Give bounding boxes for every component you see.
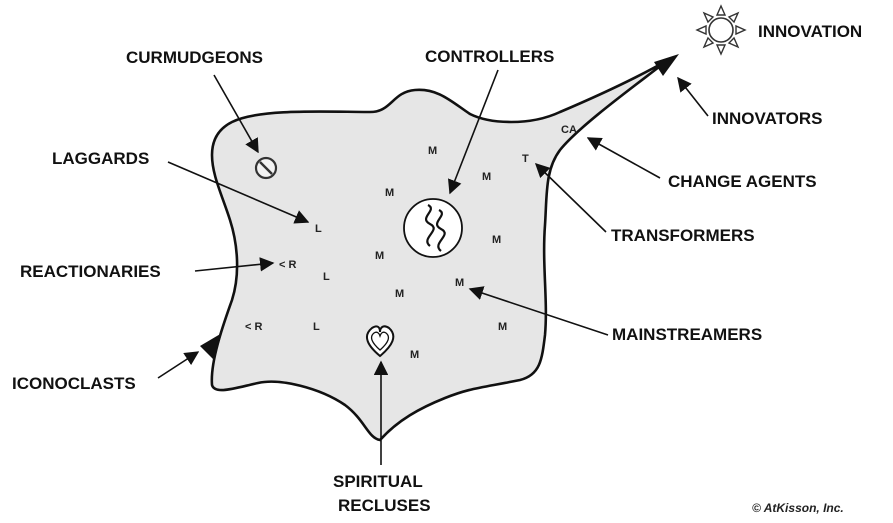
marker-m-8: M: [498, 321, 507, 333]
label-iconoclasts: ICONOCLASTS: [12, 374, 136, 393]
change-agents-pointer: [588, 138, 660, 178]
marker-m-3: M: [482, 171, 491, 183]
wavy-nucleus-icon: [404, 199, 462, 257]
label-spiritual: SPIRITUAL: [333, 472, 423, 491]
label-reactionaries: REACTIONARIES: [20, 262, 161, 281]
marker-m-4: M: [492, 234, 501, 246]
no-entry-icon: [256, 158, 276, 178]
marker-l-1: L: [315, 223, 322, 235]
innovators-pointer: [678, 78, 708, 116]
marker-ca: CA: [561, 124, 577, 136]
marker-t: T: [522, 153, 529, 165]
innovation-spike: [654, 54, 679, 76]
copyright-credit: © AtKisson, Inc.: [752, 501, 844, 515]
marker-r-2: < R: [245, 321, 262, 333]
label-change-agents: CHANGE AGENTS: [668, 172, 817, 191]
label-transformers: TRANSFORMERS: [611, 226, 755, 245]
label-controllers: CONTROLLERS: [425, 47, 554, 66]
marker-l-2: L: [323, 271, 330, 283]
iconoclasts-pointer: [158, 352, 198, 378]
label-innovators: INNOVATORS: [712, 109, 823, 128]
marker-m-7: M: [455, 277, 464, 289]
sun-icon: [697, 6, 745, 54]
label-mainstreamers: MAINSTREAMERS: [612, 325, 762, 344]
marker-r-1: < R: [279, 259, 296, 271]
label-innovation: INNOVATION: [758, 22, 862, 41]
marker-m-1: M: [428, 145, 437, 157]
marker-m-5: M: [375, 250, 384, 262]
label-laggards: LAGGARDS: [52, 149, 149, 168]
marker-m-9: M: [410, 349, 419, 361]
label-curmudgeons: CURMUDGEONS: [126, 48, 263, 67]
marker-m-2: M: [385, 187, 394, 199]
marker-l-3: L: [313, 321, 320, 333]
marker-m-6: M: [395, 288, 404, 300]
label-recluses: RECLUSES: [338, 496, 431, 515]
